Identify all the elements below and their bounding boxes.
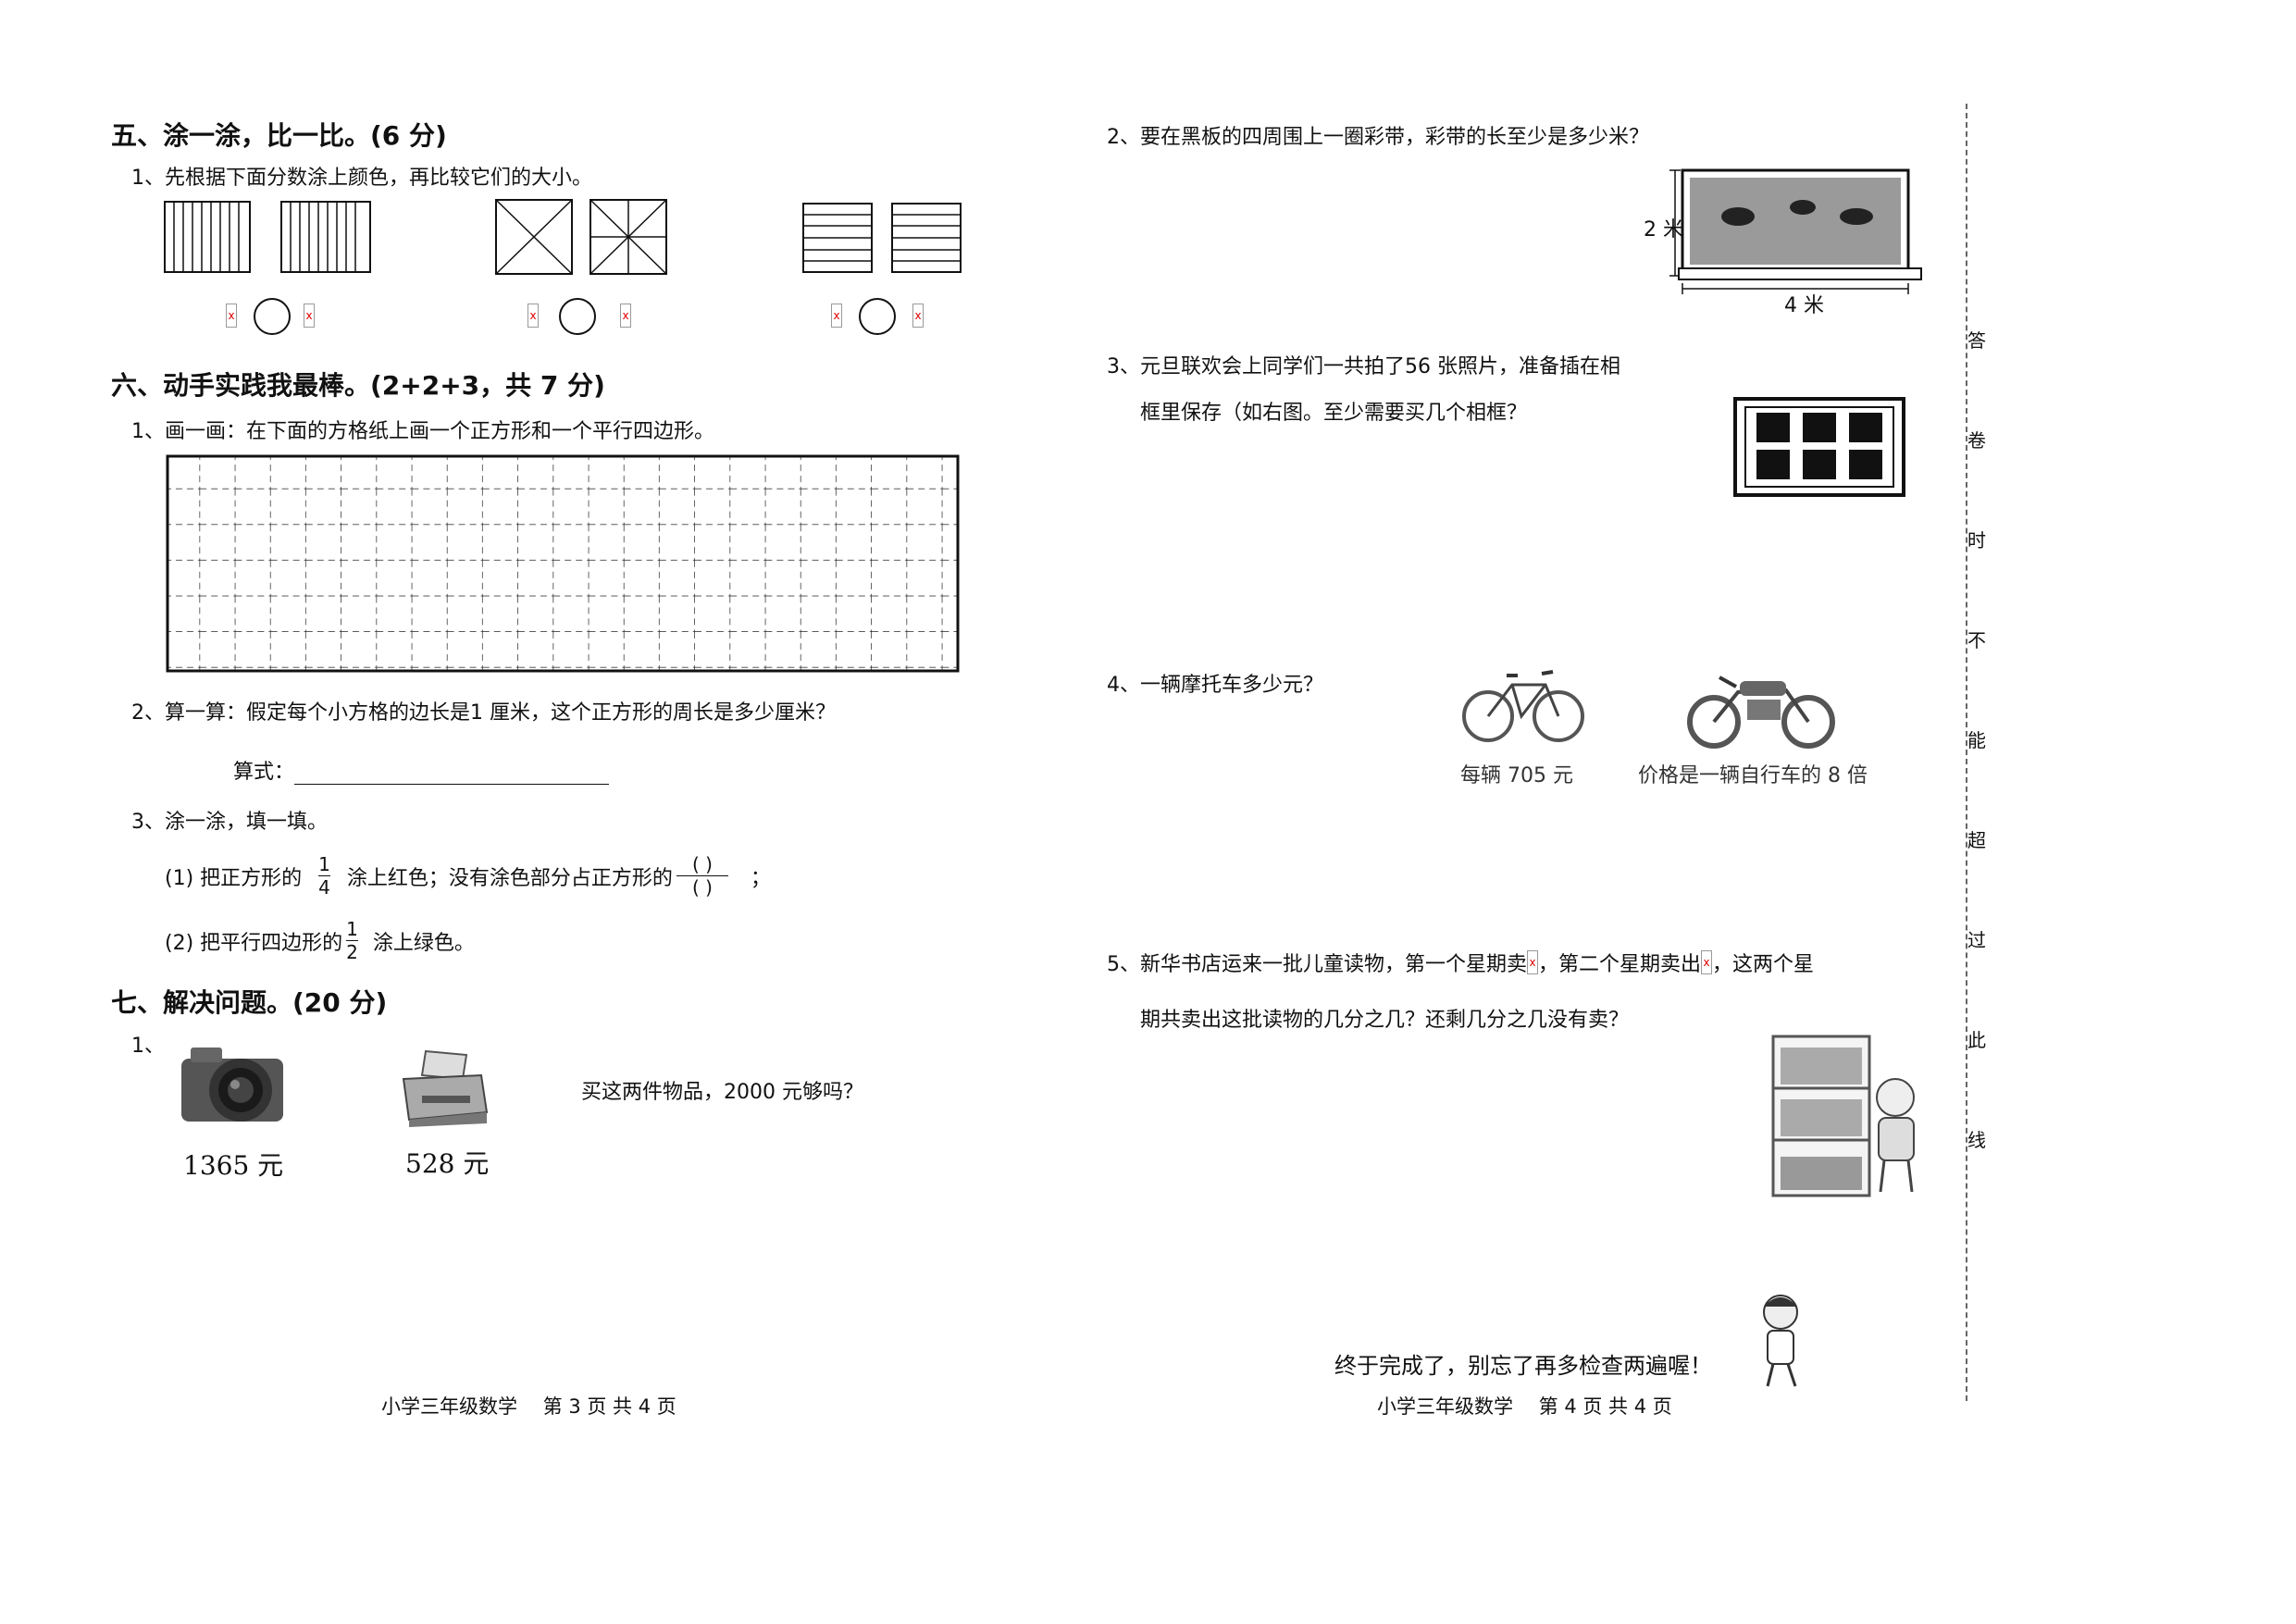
printer-price: 528 元 <box>405 1148 490 1179</box>
fraction-placeholder: x <box>527 304 539 328</box>
section7-q1-text: 买这两件物品，2000 元够吗？ <box>581 1081 863 1104</box>
answer-numerator-blank[interactable]: ( ) <box>691 853 713 875</box>
printer-image <box>402 1049 489 1127</box>
section6-title: 六、动手实践我最棒。(2+2+3，共 7 分) <box>111 370 605 401</box>
margin-char: 能 <box>1967 729 1986 751</box>
formula-label: 算式： <box>233 761 295 784</box>
closing-message: 终于完成了，别忘了再多检查两遍喔！ <box>1334 1353 1712 1379</box>
q5-text-a: 5、新华书店运来一批儿童读物，第一个星期卖 <box>1107 953 1527 976</box>
left-footer: 小学三年级数学 第 3 页 共 4 页 <box>381 1395 676 1418</box>
fraction-placeholder: x <box>304 304 315 328</box>
binding-dashed-line <box>1966 104 1967 1401</box>
fraction-figures <box>164 199 962 275</box>
bicycle-image <box>1462 670 1584 742</box>
answer-fraction-blank[interactable]: ( ) ( ) <box>676 853 728 899</box>
margin-vertical-text: 答 卷 时 不 能 超 过 此 线 <box>1967 326 1986 1159</box>
section6-q1: 1、画一画：在下面的方格纸上画一个正方形和一个平行四边形。 <box>131 420 714 443</box>
answer-denominator-blank[interactable]: ( ) <box>691 876 713 899</box>
section6-q3-part2: (2) 把平行四边形的 1 2 涂上绿色。 <box>165 918 475 963</box>
grid-paper[interactable] <box>165 453 961 676</box>
fraction-placeholder: x <box>226 304 237 328</box>
motorcycle-image <box>1687 676 1835 749</box>
fraction-numerator: 1 <box>318 853 330 875</box>
diagonal-square-2 <box>590 199 667 275</box>
bookshelf-boy-image <box>1771 1035 1915 1197</box>
section7-q1-number: 1、 <box>131 1035 165 1058</box>
margin-char: 此 <box>1967 1029 1986 1051</box>
compare-circle-1[interactable] <box>254 298 291 335</box>
fraction-bar <box>676 875 728 876</box>
right-q3-line1: 3、元旦联欢会上同学们一共拍了56 张照片，准备插在相 <box>1107 355 1620 378</box>
q5-text-c: ，这两个星 <box>1712 953 1815 976</box>
fraction-placeholder: x <box>620 304 631 328</box>
margin-char: 过 <box>1967 929 1986 951</box>
right-q3-line2: 框里保存（如右图。至少需要买几个相框？ <box>1140 402 1528 425</box>
right-q5-line1: 5、新华书店运来一批儿童读物，第一个星期卖 x ，第二个星期卖出 x ，这两个星 <box>1107 948 1814 977</box>
q3-1-text-a: (1) 把正方形的 <box>165 866 303 890</box>
girl-image <box>1763 1295 1798 1387</box>
q5-text-b: ，第二个星期卖出 <box>1538 953 1702 976</box>
fraction-placeholder: x <box>1701 950 1713 974</box>
striped-rect-1 <box>164 201 251 273</box>
margin-char: 答 <box>1967 329 1986 352</box>
fraction-numerator: 1 <box>346 918 358 940</box>
section6-q3: 3、涂一涂，填一填。 <box>131 811 328 834</box>
q3-1-end: ； <box>750 866 771 890</box>
bicycle-caption: 每辆 705 元 <box>1460 764 1573 787</box>
formula-blank[interactable] <box>294 762 610 785</box>
section5-title: 五、涂一涂，比一比。(6 分) <box>111 120 447 151</box>
right-q4: 4、一辆摩托车多少元？ <box>1107 674 1323 697</box>
q3-2-text-a: (2) 把平行四边形的 <box>165 931 343 955</box>
fraction-denominator: 2 <box>346 941 358 963</box>
photo-frame-image <box>1733 397 1905 497</box>
margin-char: 时 <box>1967 529 1986 552</box>
right-q2: 2、要在黑板的四周围上一圈彩带，彩带的长至少是多少米？ <box>1107 126 1649 149</box>
section6-q2: 2、算一算：假定每个小方格的边长是1 厘米，这个正方形的周长是多少厘米？ <box>131 701 836 725</box>
fraction-denominator: 4 <box>318 876 330 899</box>
section7-title: 七、解决问题。(20 分) <box>111 987 388 1018</box>
margin-char: 超 <box>1967 829 1986 851</box>
diagonal-square-1 <box>495 199 573 275</box>
fraction-placeholder: x <box>912 304 924 328</box>
motorcycle-caption: 价格是一辆自行车的 8 倍 <box>1638 764 1868 787</box>
section5-q1: 1、先根据下面分数涂上颜色，再比较它们的大小。 <box>131 167 592 190</box>
q3-2-text-b: 涂上绿色。 <box>372 931 475 955</box>
fraction-one-quarter: 1 4 <box>318 853 330 899</box>
margin-char: 卷 <box>1967 429 1986 452</box>
fraction-one-half: 1 2 <box>346 918 358 963</box>
striped-rect-2 <box>280 201 371 273</box>
section6-q3-part1: (1) 把正方形的 1 4 涂上红色；没有涂色部分占正方形的 ( ) ( ) ； <box>165 853 771 899</box>
hstriped-rect-1 <box>802 203 873 273</box>
fraction-placeholder: x <box>1527 950 1538 974</box>
camera-price: 1365 元 <box>183 1150 284 1181</box>
blackboard-image <box>1669 168 1922 294</box>
camera-image <box>181 1048 283 1122</box>
compare-circle-2[interactable] <box>559 298 596 335</box>
fraction-placeholder: x <box>831 304 842 328</box>
board-height-label: 2 米 <box>1644 218 1683 242</box>
compare-circle-3[interactable] <box>859 298 896 335</box>
margin-char: 线 <box>1967 1129 1986 1151</box>
formula-line: 算式： <box>233 755 610 785</box>
fraction-bar <box>318 875 330 876</box>
right-footer: 小学三年级数学 第 4 页 共 4 页 <box>1377 1395 1672 1418</box>
fraction-bar <box>346 940 358 941</box>
hstriped-rect-2 <box>891 203 962 273</box>
margin-char: 不 <box>1967 629 1986 651</box>
board-width-label: 4 米 <box>1784 294 1824 317</box>
q3-1-text-b: 涂上红色；没有涂色部分占正方形的 <box>346 866 673 890</box>
right-q5-line2: 期共卖出这批读物的几分之几？还剩几分之几没有卖？ <box>1140 1009 1630 1032</box>
